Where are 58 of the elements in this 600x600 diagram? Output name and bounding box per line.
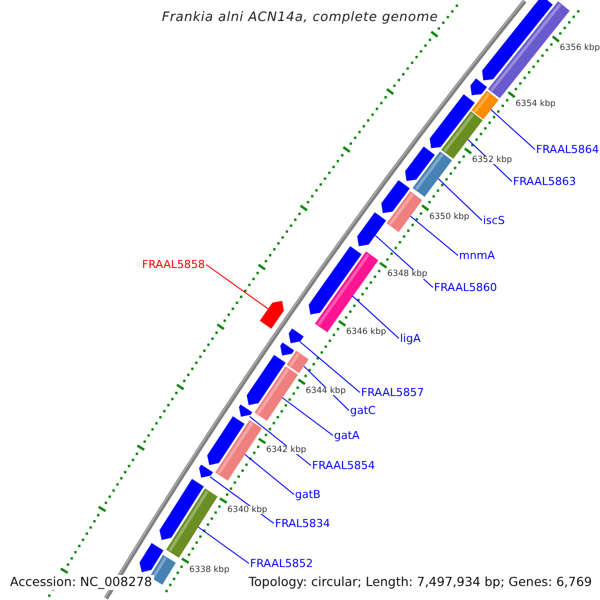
gene-label: FRAAL5858 (142, 259, 206, 270)
gene-bar (254, 366, 298, 421)
gene-label: gatC (350, 405, 376, 416)
leader-line (282, 397, 334, 436)
gene-label: FRAAL5863 (513, 176, 576, 187)
gene-label: FRAAL5864 (536, 144, 600, 155)
gene-block (246, 354, 286, 406)
tick-label: 6356 kbp (558, 44, 600, 52)
leader-line (206, 264, 269, 310)
gene-label: FRAAL5860 (434, 282, 498, 293)
gene-bar (215, 420, 262, 481)
gene-bar (386, 191, 422, 232)
gene-label: gatB (295, 489, 321, 500)
gene-block (160, 478, 204, 540)
gene-block (381, 180, 410, 214)
gene-bar (166, 488, 218, 558)
tick-label: 6342 kbp (265, 446, 308, 454)
tick-label: 6348 kbp (386, 270, 428, 279)
tick-label: 6344 kbp (304, 386, 347, 396)
genome-summary: Topology: circular; Length: 7,497,934 bp; Genes: 6,769 (248, 576, 592, 588)
gene-label: FRAL5834 (275, 518, 330, 529)
gene-block (199, 464, 213, 478)
gene-label: FRAAL5857 (361, 387, 424, 398)
gene-label: ligA (400, 333, 421, 344)
leader-line (410, 216, 458, 256)
gene-block (482, 0, 553, 80)
gene-label: FRAAL5854 (312, 460, 376, 471)
gene-block (140, 543, 164, 572)
leader-line (300, 341, 360, 393)
gene-block (405, 146, 435, 181)
gene-bar (150, 554, 176, 585)
gene-block (308, 246, 362, 314)
tick-label: 6338 kbp (188, 566, 230, 574)
leader-line (244, 454, 294, 495)
tick-label: 6346 kbp (345, 328, 388, 337)
gene-block (288, 328, 304, 344)
gene-bar (412, 151, 452, 197)
gene-block (239, 404, 252, 417)
leader-line (249, 416, 312, 466)
accession-note: Accession: NC_008278 (8, 575, 154, 590)
gene-block (260, 300, 284, 329)
gene-bar (472, 90, 499, 120)
tick-label: 6354 kbp (514, 100, 557, 108)
gene-block (207, 416, 245, 466)
gene-label: gatA (334, 430, 360, 441)
leader-line (198, 526, 250, 564)
gene-block (357, 212, 386, 246)
gene-block (430, 94, 475, 148)
leader-line (438, 178, 482, 221)
tick-label: 6350 kbp (428, 212, 470, 222)
gene-bar (286, 350, 309, 374)
gene-label: mnmA (459, 250, 495, 261)
gene-label: FRAAL5852 (250, 558, 314, 569)
tick-label: 6352 kbp (471, 156, 514, 164)
gene-block (280, 342, 294, 356)
diagram-title: Frankia alni ACN14a, complete genome (160, 11, 440, 24)
tick-label: 6340 kbp (226, 506, 268, 514)
gene-label: iscS (483, 215, 505, 226)
